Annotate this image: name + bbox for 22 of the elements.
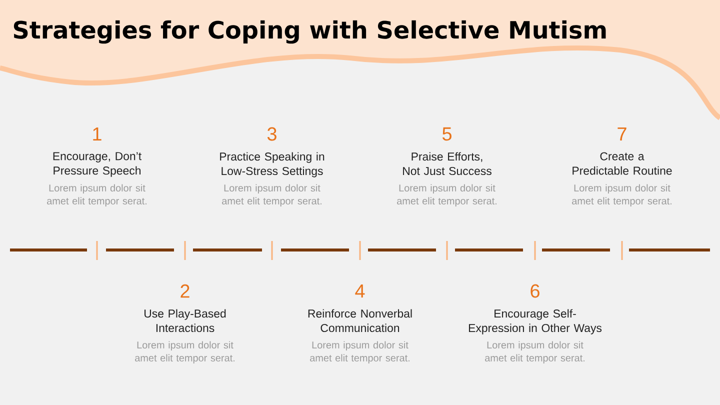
step-number: 5 [442,127,452,141]
step-number: 1 [93,128,102,141]
step-heading: Encourage, Don’t Pressure Speech [53,152,142,177]
step-description: Lorem ipsum dolor sit amet elit tempor serat. [572,184,672,206]
step-heading: Use Play-Based Interactions [144,309,226,332]
title: Strategies for Coping with Selective Mutism [14,20,606,44]
step-heading: Encourage Self-Expression in Other Ways [468,309,602,334]
step-number: 4 [355,284,365,298]
step-description: Lorem ipsum dolor sit amet elit tempor serat. [397,184,496,206]
step-heading: Create a Predictable Routine [572,152,672,175]
step-number: 7 [618,128,626,141]
step-heading: Praise Efforts, Not Just Success [403,152,492,176]
step-heading: Practice Speaking in Low-Stress Settings [220,152,324,178]
step-description: Lorem ipsum dolor sit amet elit tempor serat. [310,341,410,364]
step-number: 3 [267,127,276,141]
step-description: Lorem ipsum dolor sit amet elit tempor serat. [485,341,584,364]
step-description: Lorem ipsum dolor sit amet elit tempor serat. [47,184,146,206]
step-number: 6 [530,284,540,298]
step-number: 2 [180,284,190,298]
step-heading: Reinforce Nonverbal Communication [308,309,412,332]
step-description: Lorem ipsum dolor sit amet elit tempor serat. [222,184,322,206]
step-description: Lorem ipsum dolor sit amet elit tempor serat. [135,341,234,364]
